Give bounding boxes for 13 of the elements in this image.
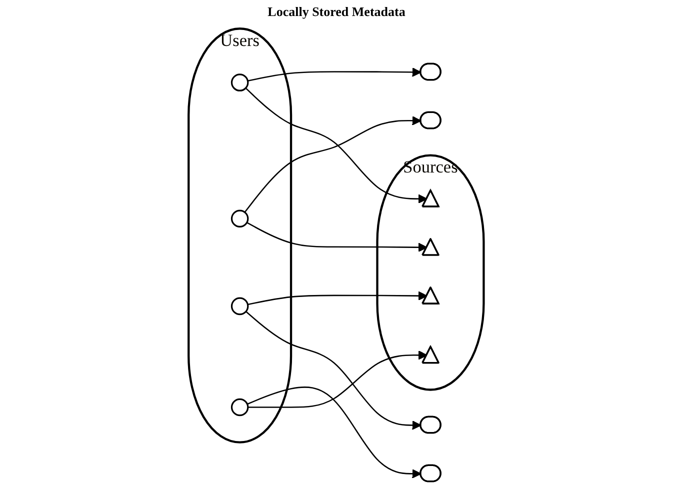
metadata-heading: Locally Stored Metadata [268, 4, 406, 20]
arrow [247, 386, 422, 478]
arrow [248, 350, 428, 408]
arrow [246, 311, 422, 430]
node-circle [231, 210, 250, 228]
node-circle [231, 297, 250, 316]
node-circle [231, 398, 250, 416]
arrow [248, 67, 422, 82]
node-circle [231, 74, 250, 92]
arrow [246, 88, 428, 204]
arrow [244, 116, 422, 213]
arrow [246, 222, 428, 252]
arrow [248, 291, 428, 306]
